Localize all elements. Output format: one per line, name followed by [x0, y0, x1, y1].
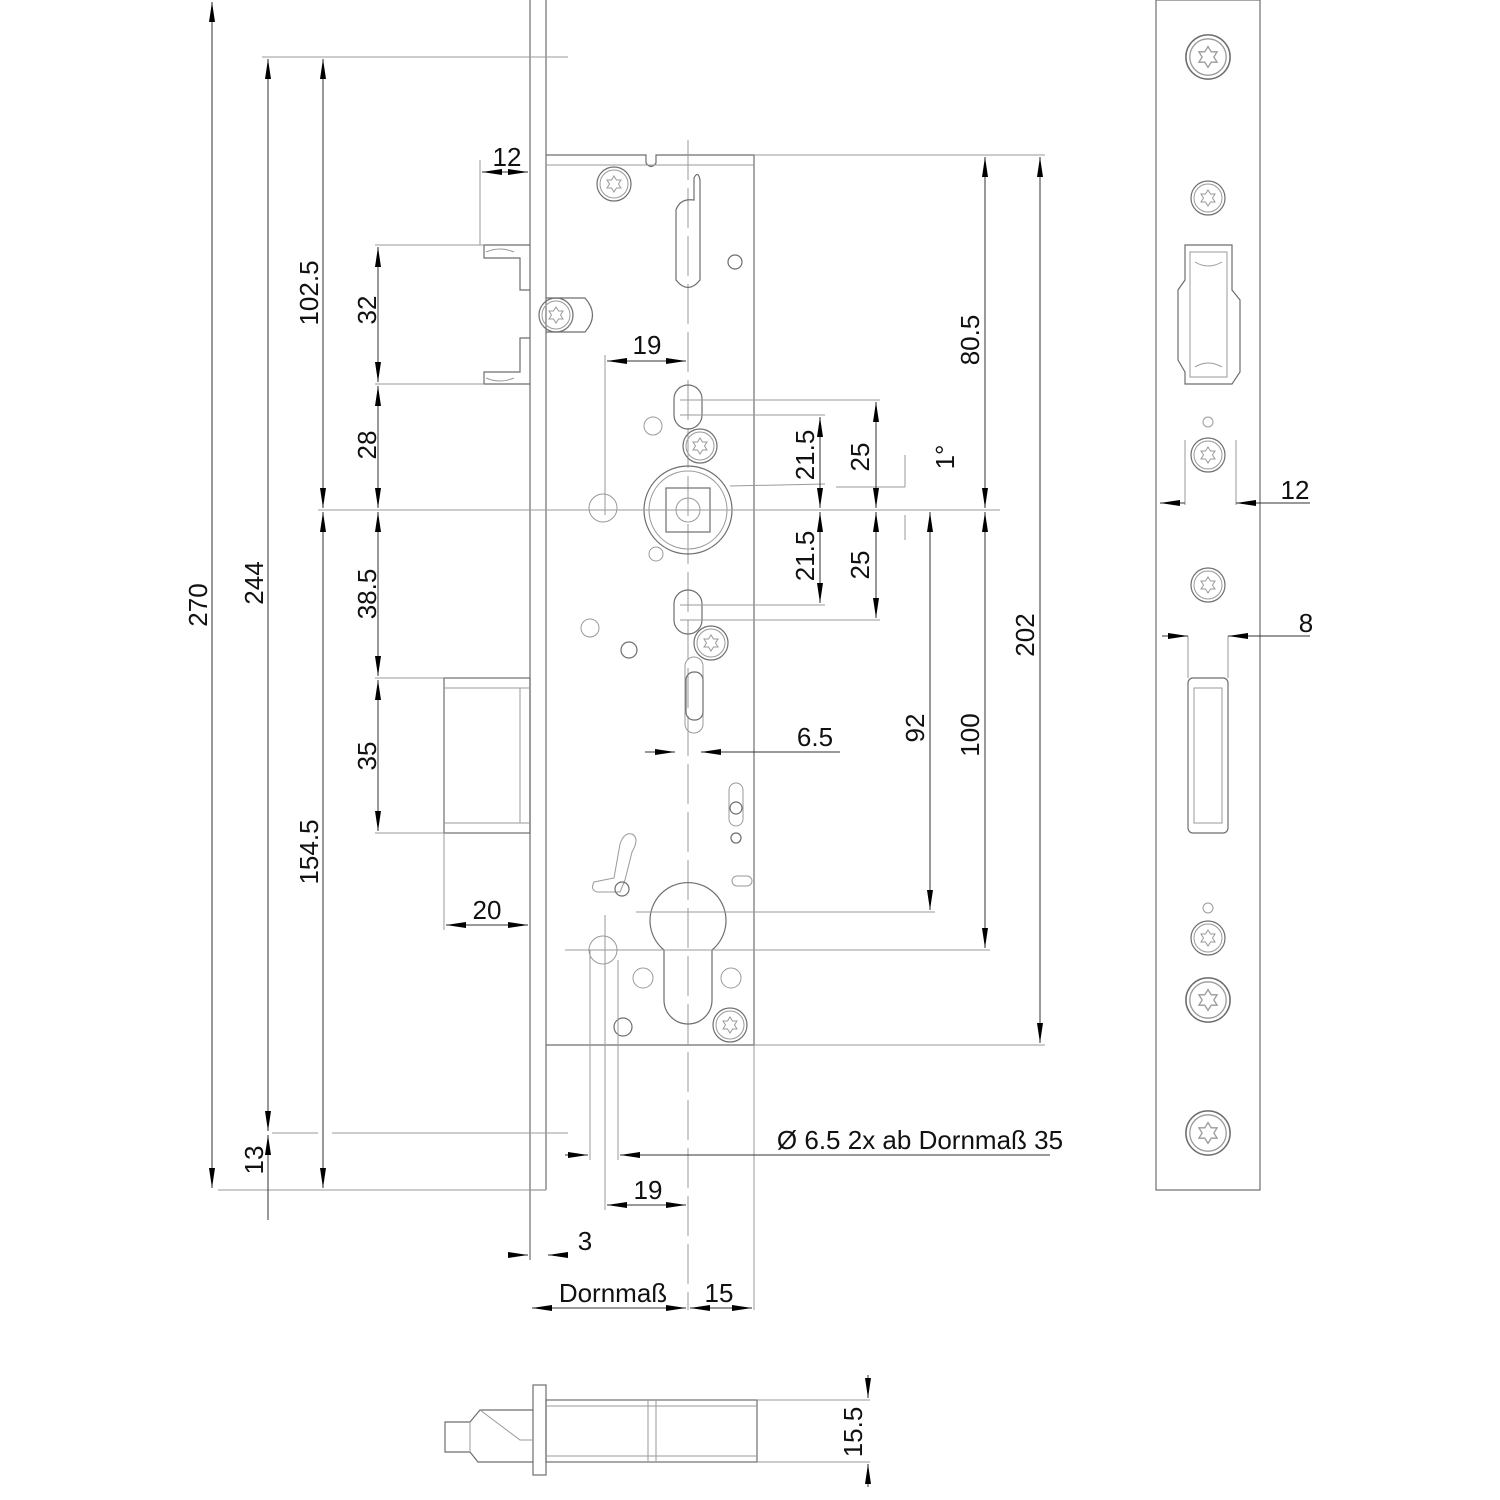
dim-100: 100: [955, 713, 985, 756]
screw-icon: [538, 297, 574, 333]
dim-12-side: 12: [1281, 475, 1310, 505]
screw-icon: [712, 1007, 748, 1043]
dimension-lines: [209, 2, 1050, 1311]
dim-38-5: 38.5: [352, 569, 382, 620]
deadbolt: [375, 677, 531, 930]
screw-icon: [1190, 437, 1226, 473]
dim-25-lower: 25: [845, 551, 875, 580]
dim-270: 270: [183, 583, 213, 626]
dim-20: 20: [473, 895, 502, 925]
dim-154-5: 154.5: [294, 819, 324, 884]
dim-32: 32: [352, 296, 382, 325]
dimension-labels: 270 244 13 102.5 154.5 32 28 38.5 35 12 …: [183, 142, 1063, 1308]
bolt-opening: [1187, 677, 1229, 834]
dim-15-5: 15.5: [838, 1407, 868, 1458]
screw-icon: [1185, 34, 1231, 80]
dim-6-5: 6.5: [797, 722, 833, 752]
dim-angle: 1°: [930, 445, 960, 470]
dim-19-bottom: 19: [634, 1175, 663, 1205]
dim-80-5: 80.5: [955, 315, 985, 366]
cylinder-cutout: [649, 882, 727, 1025]
dim-21-5-upper: 21.5: [790, 430, 820, 481]
dim-25-upper: 25: [845, 443, 875, 472]
dim-92: 92: [900, 714, 930, 743]
dim-244: 244: [239, 561, 269, 604]
screw-icon: [1190, 567, 1226, 603]
hole-note: Ø 6.5 2x ab Dornmaß 35: [777, 1125, 1063, 1155]
latch-bolt: [375, 160, 530, 385]
screw-icon: [1190, 920, 1226, 956]
faceplate: [529, 0, 547, 1260]
screw-icon: [1190, 180, 1226, 216]
dim-8: 8: [1299, 608, 1313, 638]
screw-icon: [693, 625, 729, 661]
dim-202: 202: [1010, 613, 1040, 656]
lock-bottom-view: 15.5: [444, 1375, 871, 1487]
screw-icon: [596, 166, 632, 202]
dim-102-5: 102.5: [294, 260, 324, 325]
dim-15: 15: [705, 1278, 734, 1308]
dim-13: 13: [239, 1146, 269, 1175]
dim-19-top: 19: [633, 330, 662, 360]
dim-21-5-lower: 21.5: [790, 531, 820, 582]
dim-3: 3: [578, 1226, 592, 1256]
dim-35: 35: [352, 742, 382, 771]
dim-28: 28: [352, 431, 382, 460]
latch-opening: [1177, 244, 1241, 385]
dim-dornmass: Dornmaß: [559, 1278, 667, 1308]
faceplate-side-view: 12 8: [1155, 0, 1313, 1191]
lock-case: [538, 140, 755, 1310]
screw-icon: [1185, 1110, 1231, 1156]
screw-icon: [1185, 977, 1231, 1023]
extension-lines: [218, 56, 1045, 1310]
dim-12-latch: 12: [493, 142, 522, 172]
